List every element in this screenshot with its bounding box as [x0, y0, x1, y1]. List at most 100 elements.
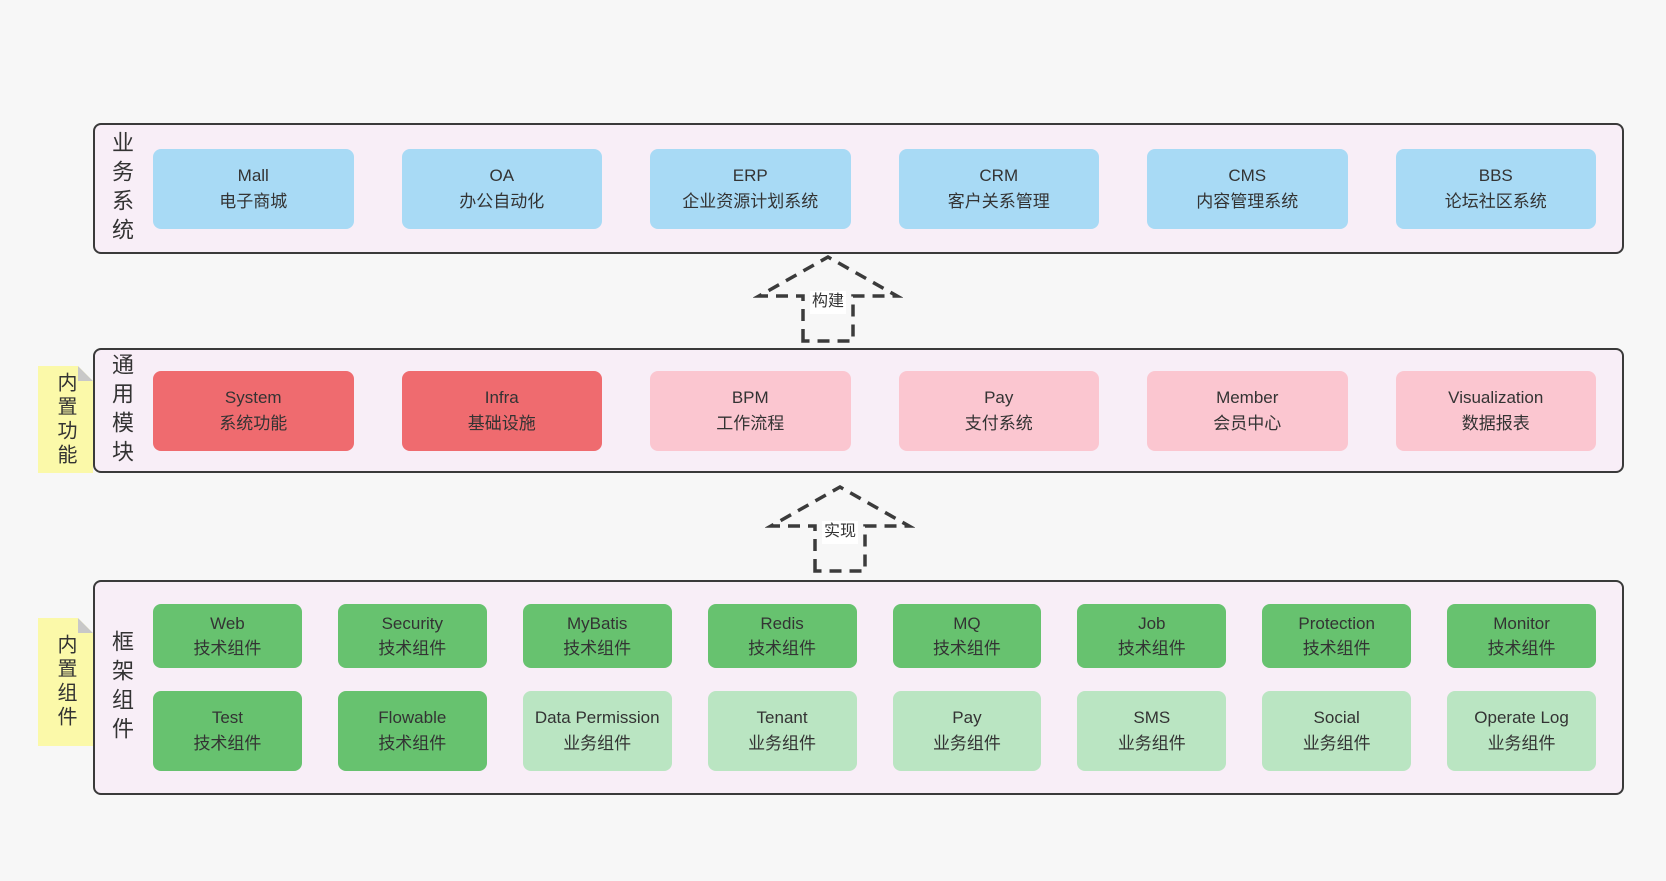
diagram-box-bbs: BBS 论坛社区系统	[1395, 148, 1596, 229]
dashed-up-arrow-icon	[753, 254, 903, 343]
box-subtitle: 业务组件	[1117, 733, 1186, 753]
diagram-box-sms: SMS 业务组件	[1077, 690, 1227, 771]
box-subtitle: 客户关系管理	[947, 191, 1050, 211]
box-subtitle: 企业资源计划系统	[682, 191, 819, 211]
box-title: Security	[381, 613, 444, 633]
box-title: Pay	[952, 708, 982, 728]
box-subtitle: 技术组件	[193, 733, 262, 753]
box-subtitle: 论坛社区系统	[1444, 191, 1547, 211]
section-label: 框架组件	[109, 629, 134, 746]
sticky-note-builtin-components: 内置组件	[38, 618, 93, 746]
implement-arrow-icon: 实现	[765, 484, 915, 574]
diagram-box-cms: CMS 内容管理系统	[1147, 148, 1348, 229]
diagram-box-monitor: Monitor 技术组件	[1447, 604, 1596, 669]
box-title: BBS	[1478, 166, 1513, 185]
build-arrow-icon: 构建	[753, 254, 903, 344]
diagram-box-pay: Pay 业务组件	[892, 690, 1042, 771]
box-subtitle: 业务组件	[932, 733, 1001, 753]
diagram-box-web: Web 技术组件	[153, 604, 302, 669]
box-subtitle: 数据报表	[1461, 413, 1530, 433]
box-subtitle: 支付系统	[964, 413, 1033, 433]
box-title: MQ	[953, 613, 981, 633]
box-subtitle: 业务组件	[748, 733, 817, 753]
sticky-note-builtin-features: 内置功能	[38, 366, 93, 473]
box-subtitle: 内容管理系统	[1196, 191, 1299, 211]
box-subtitle: 技术组件	[378, 733, 447, 753]
folded-corner-icon	[78, 366, 93, 381]
section-label: 通用模块	[109, 352, 134, 469]
box-title: System	[224, 388, 282, 407]
box-title: MyBatis	[566, 613, 628, 633]
box-subtitle: 业务组件	[1487, 733, 1556, 753]
diagram-box-visualization: Visualization 数据报表	[1395, 370, 1596, 451]
box-title: Operate Log	[1474, 708, 1569, 728]
diagram-box-bpm: BPM 工作流程	[650, 370, 851, 451]
box-title: Member	[1216, 388, 1279, 407]
diagram-box-system: System 系统功能	[153, 370, 354, 451]
box-title: Infra	[484, 388, 519, 407]
box-title: CMS	[1228, 166, 1267, 185]
dashed-up-arrow-icon	[765, 484, 915, 573]
diagram-box-security: Security 技术组件	[337, 604, 487, 669]
box-title: ERP	[732, 166, 768, 185]
diagram-box-flowable: Flowable 技术组件	[337, 690, 487, 771]
box-subtitle: 技术组件	[1487, 639, 1556, 659]
box-subtitle: 技术组件	[748, 639, 817, 659]
folded-corner-icon	[78, 618, 93, 633]
box-title: BPM	[731, 388, 769, 407]
arrow-label: 实现	[821, 521, 859, 544]
sticky-note-label: 内置功能	[54, 371, 76, 468]
box-subtitle: 系统功能	[219, 413, 288, 433]
box-subtitle: 技术组件	[378, 639, 447, 659]
box-title: SMS	[1133, 708, 1171, 728]
box-subtitle: 会员中心	[1213, 413, 1282, 433]
arrow-label: 构建	[809, 291, 847, 314]
box-subtitle: 办公自动化	[459, 191, 545, 211]
diagram-box-operate-log: Operate Log 业务组件	[1447, 690, 1596, 771]
box-subtitle: 工作流程	[716, 413, 785, 433]
box-title: Tenant	[756, 708, 808, 728]
diagram-box-mybatis: MyBatis 技术组件	[522, 604, 672, 669]
box-subtitle: 技术组件	[563, 639, 632, 659]
diagram-box-mq: MQ 技术组件	[892, 604, 1042, 669]
diagram-box-crm: CRM 客户关系管理	[898, 148, 1099, 229]
box-title: Web	[210, 613, 245, 633]
diagram-box-mall: Mall 电子商城	[153, 148, 354, 229]
box-subtitle: 技术组件	[193, 639, 262, 659]
diagram-box-infra: Infra 基础设施	[401, 370, 602, 451]
section-label: 业务系统	[109, 130, 134, 247]
diagram-box-redis: Redis 技术组件	[707, 604, 857, 669]
box-title: Mall	[237, 166, 269, 185]
box-title: Visualization	[1448, 388, 1544, 407]
box-title: Data Permission	[534, 708, 660, 728]
box-title: Monitor	[1493, 613, 1550, 633]
box-subtitle: 电子商城	[219, 191, 288, 211]
diagram-box-tenant: Tenant 业务组件	[707, 690, 857, 771]
box-subtitle: 技术组件	[1117, 639, 1186, 659]
box-subtitle: 基础设施	[467, 413, 536, 433]
box-title: Redis	[760, 613, 804, 633]
box-title: Protection	[1298, 613, 1375, 633]
box-subtitle: 技术组件	[932, 639, 1001, 659]
diagram-box-job: Job 技术组件	[1077, 604, 1227, 669]
box-title: Flowable	[378, 708, 447, 728]
box-title: CRM	[979, 166, 1019, 185]
sticky-note-label: 内置组件	[54, 634, 76, 730]
box-title: Job	[1138, 613, 1166, 633]
